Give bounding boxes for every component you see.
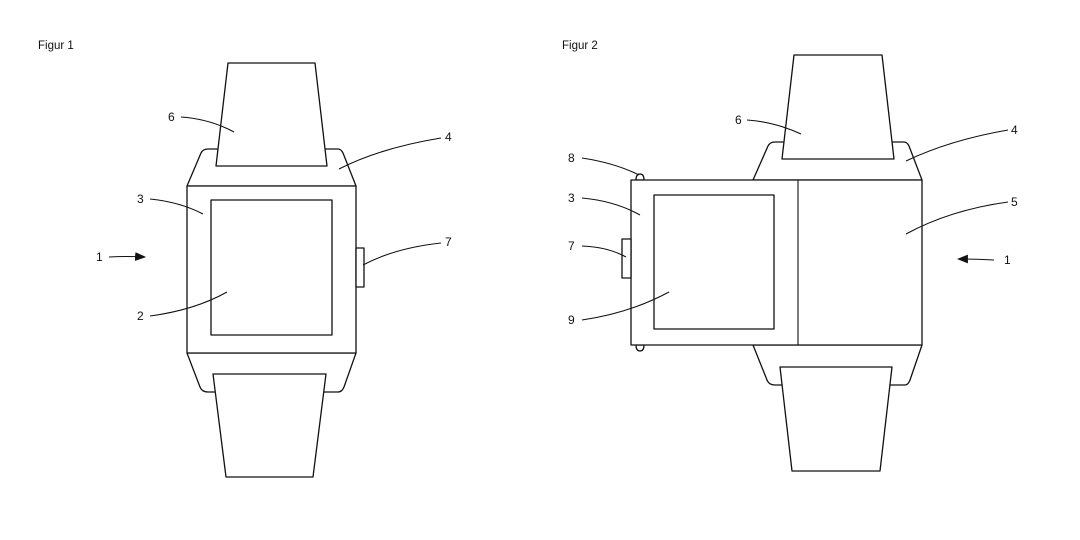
hinge-pin-top <box>635 173 645 181</box>
label-3: 3 <box>137 192 144 206</box>
label-1: 1 <box>96 250 103 264</box>
arrow-1 <box>108 252 147 261</box>
leader-4 <box>338 137 442 170</box>
leader-7 <box>362 242 442 266</box>
arrow-1 <box>956 254 995 264</box>
display-screen <box>653 194 775 330</box>
top-strap <box>215 62 328 167</box>
leader-3 <box>149 198 204 215</box>
side-button <box>355 247 365 288</box>
leader-5 <box>905 201 1009 235</box>
top-strap <box>781 54 895 160</box>
hinge-pin-bottom <box>635 344 645 352</box>
leader-4 <box>905 129 1009 162</box>
leader-6 <box>180 116 235 133</box>
figure-2-title: Figur 2 <box>562 40 598 52</box>
leader-2 <box>149 291 228 317</box>
label-1: 1 <box>1004 253 1011 267</box>
leader-8 <box>581 157 640 176</box>
label-3: 3 <box>568 191 575 205</box>
bottom-strap <box>779 366 893 472</box>
leader-6 <box>746 119 802 135</box>
label-6: 6 <box>735 113 742 127</box>
leader-3 <box>581 197 641 216</box>
label-7: 7 <box>445 235 452 249</box>
label-6: 6 <box>168 110 175 124</box>
label-4: 4 <box>1011 123 1018 137</box>
figure-2: Figur 2 6 4 8 3 5 7 1 9 <box>562 40 1018 472</box>
label-8: 8 <box>568 151 575 165</box>
figure-1-title: Figur 1 <box>38 40 74 52</box>
label-7: 7 <box>568 239 575 253</box>
label-2: 2 <box>137 309 144 323</box>
bottom-strap <box>212 373 327 478</box>
leader-9 <box>581 291 670 321</box>
figure-1: Figur 1 6 4 3 1 2 7 <box>38 40 452 478</box>
label-4: 4 <box>445 130 452 144</box>
display-screen <box>210 199 333 336</box>
label-9: 9 <box>568 313 575 327</box>
side-button <box>621 238 632 279</box>
label-5: 5 <box>1011 195 1018 209</box>
leader-7 <box>581 245 627 258</box>
